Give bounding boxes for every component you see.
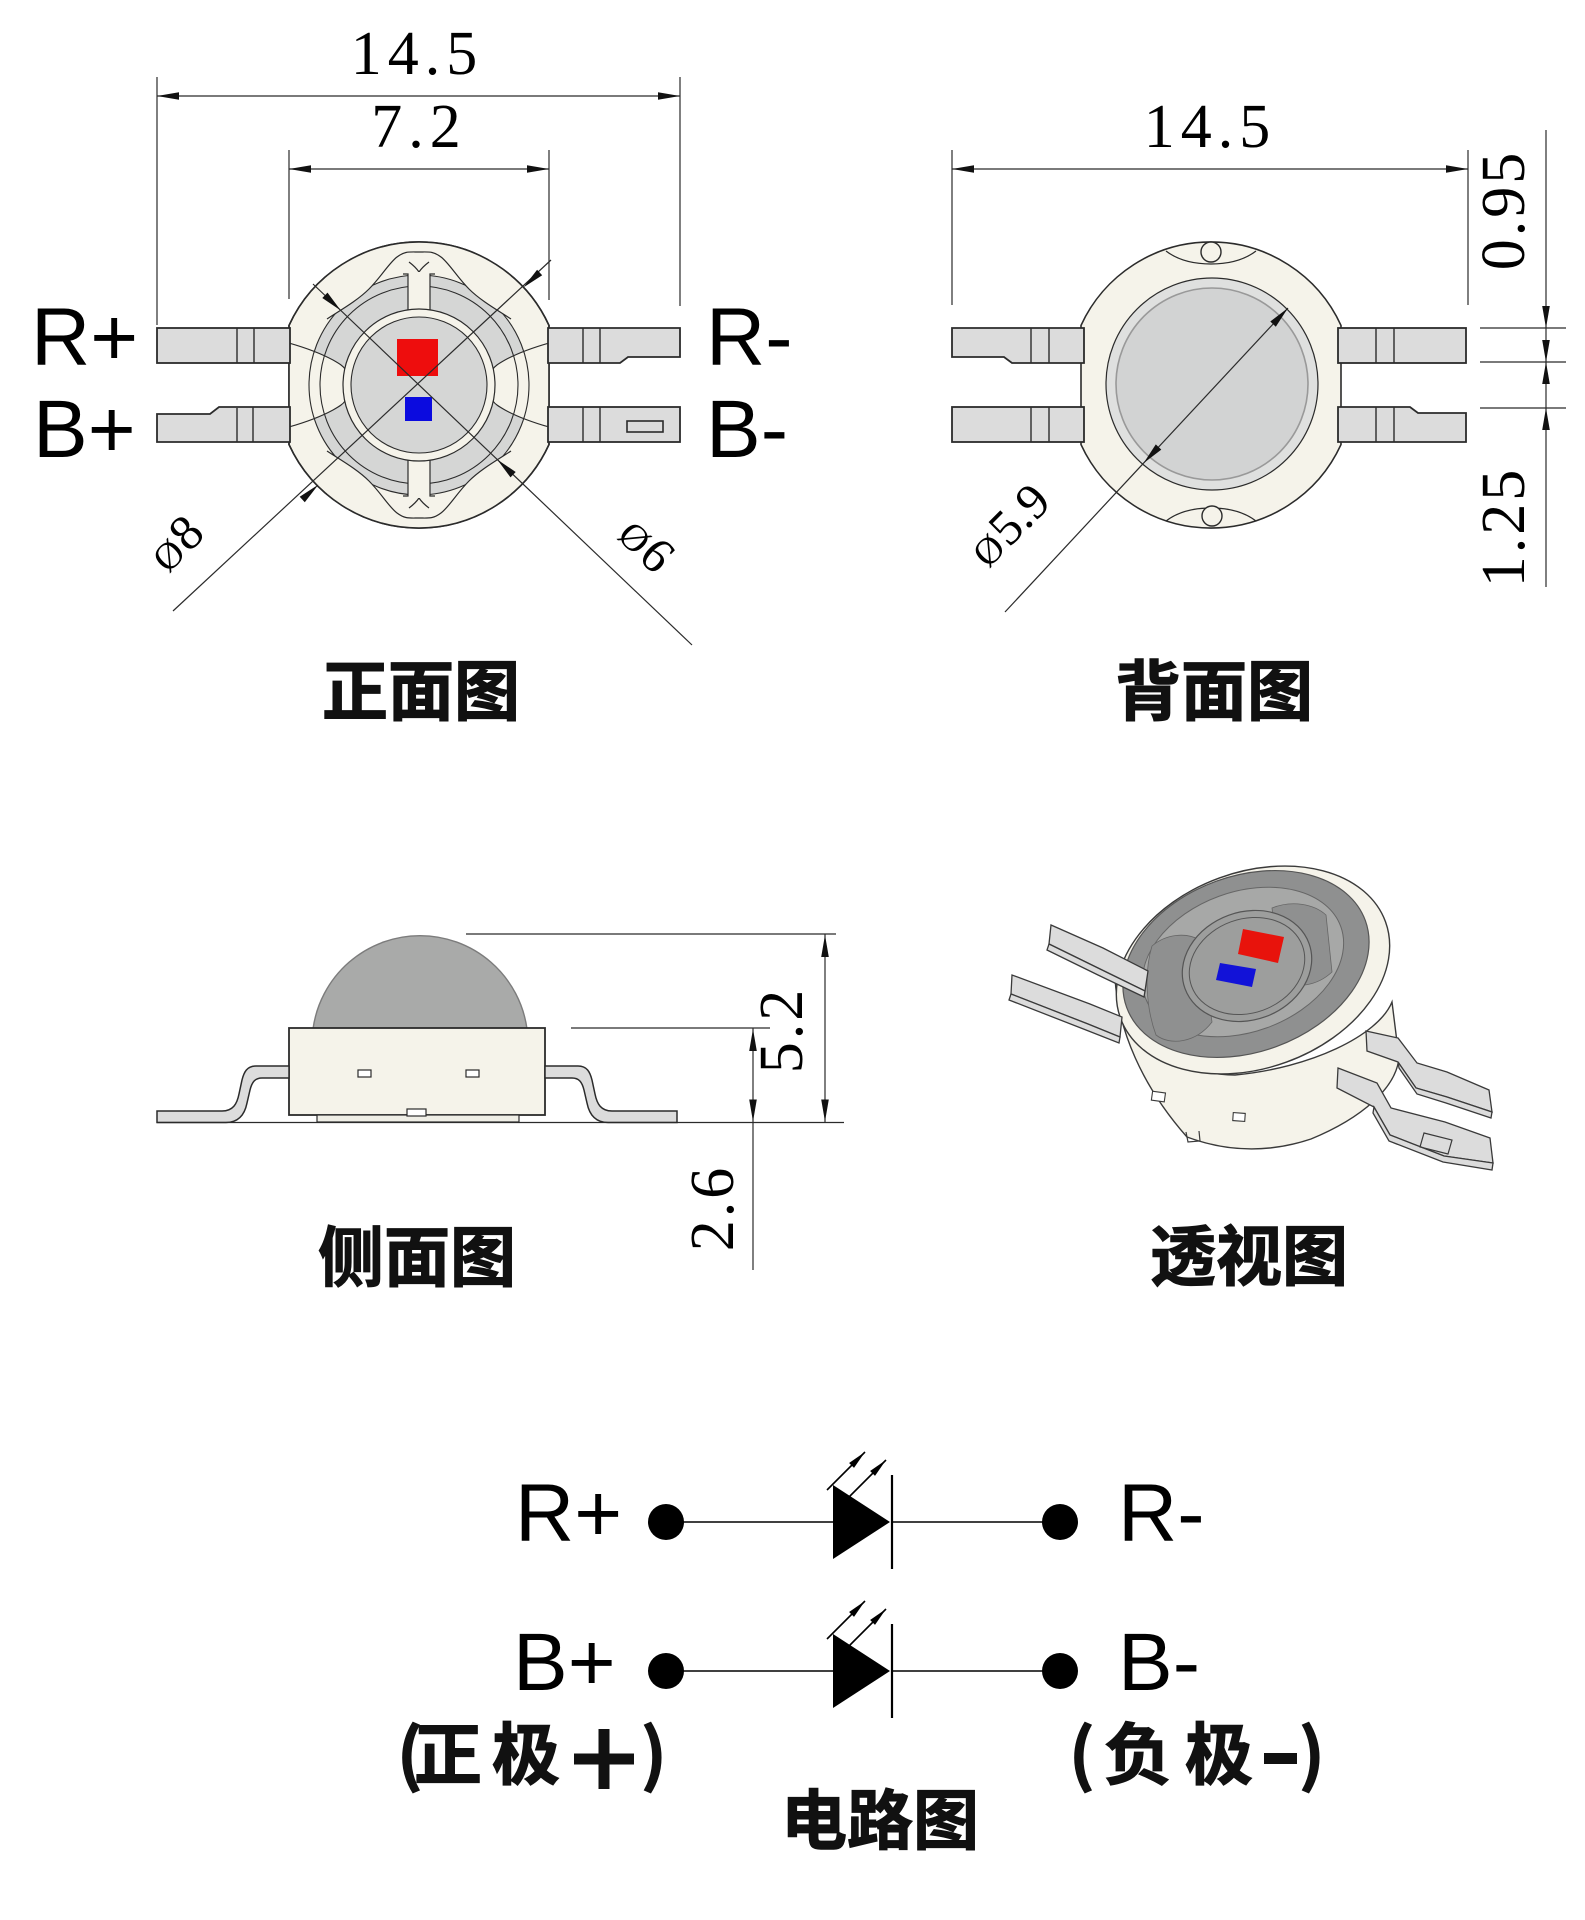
svg-text:1.25: 1.25	[1470, 467, 1538, 588]
svg-text:R-: R-	[706, 292, 793, 383]
svg-text:2.6: 2.6	[679, 1165, 747, 1252]
svg-text:14.5: 14.5	[1144, 93, 1277, 161]
svg-text:B-: B-	[706, 384, 788, 475]
svg-text:0.95: 0.95	[1470, 150, 1538, 271]
svg-text:R+: R+	[31, 292, 138, 383]
svg-text:B-: B-	[1118, 1617, 1200, 1708]
svg-text:B+: B+	[513, 1617, 616, 1708]
svg-text:B+: B+	[33, 384, 136, 475]
svg-text:7.2: 7.2	[371, 93, 467, 161]
svg-text:5.2: 5.2	[748, 987, 816, 1074]
svg-text:R-: R-	[1118, 1468, 1205, 1559]
svg-text:R+: R+	[515, 1468, 622, 1559]
svg-text:14.5: 14.5	[351, 20, 484, 88]
